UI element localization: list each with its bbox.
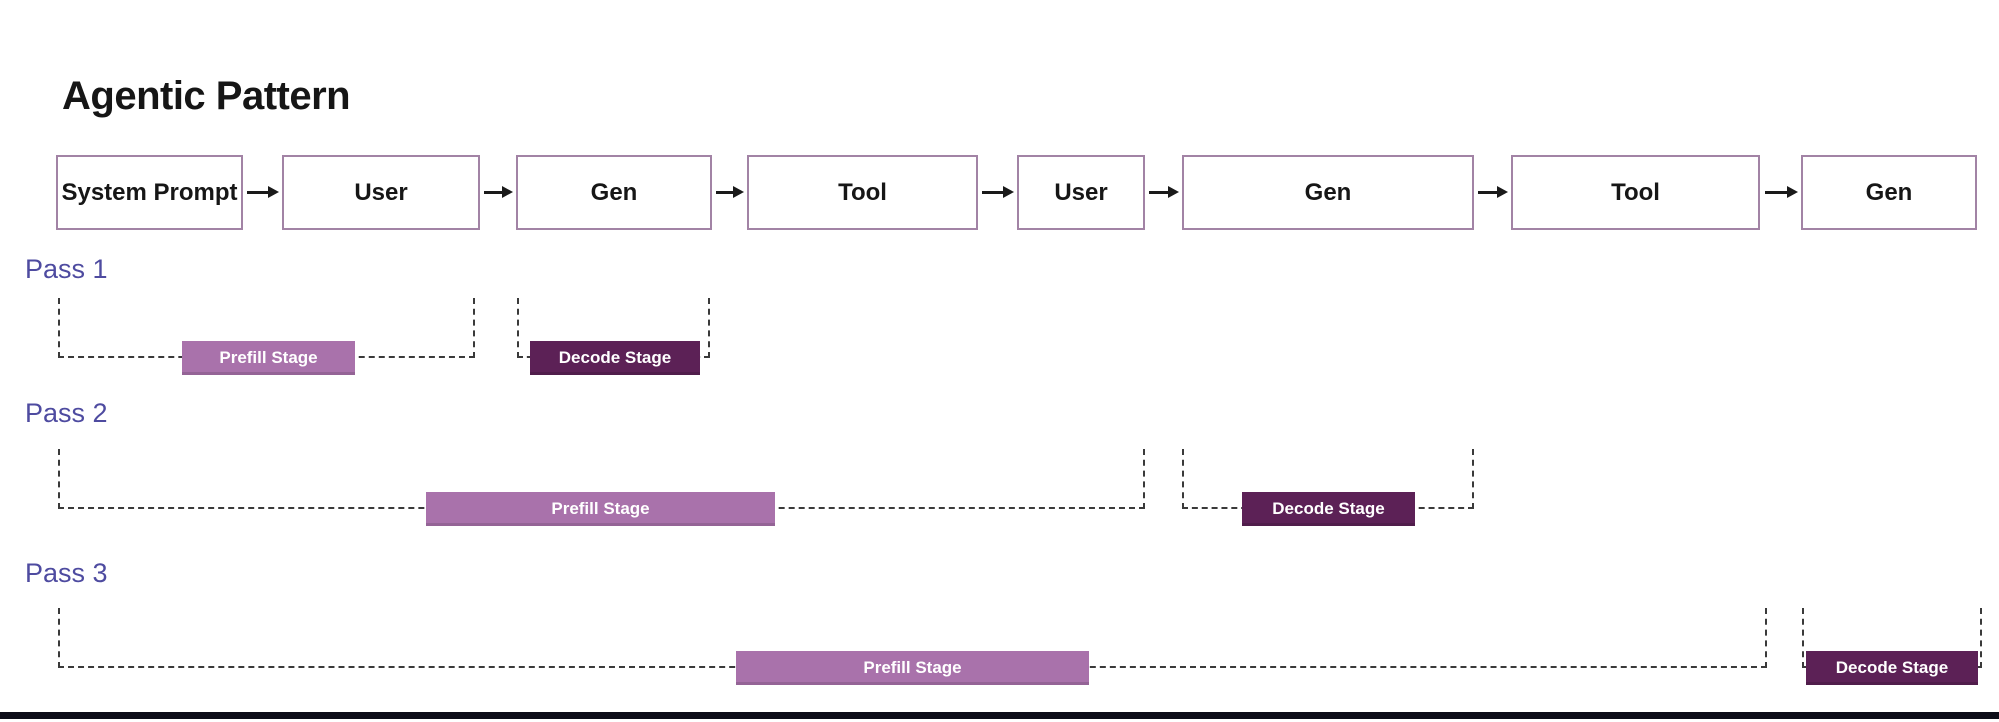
flow-box-label: User	[1054, 178, 1108, 206]
flow-box-gen-2: Gen	[1182, 155, 1474, 230]
stage-bar-label: Prefill Stage	[863, 658, 962, 677]
flow-box-label: Gen	[1304, 178, 1352, 206]
flow-box-label: System Prompt	[61, 178, 238, 206]
arrow-right-icon	[982, 186, 1014, 198]
stage-bar-label: Prefill Stage	[219, 348, 318, 367]
pass-2-label: Pass 2	[25, 398, 108, 428]
flow-box-label: User	[354, 178, 408, 206]
page-title: Agentic Pattern	[62, 74, 351, 118]
stage-bar-label: Prefill Stage	[551, 499, 650, 518]
flow-box-tool-1: Tool	[747, 155, 978, 230]
arrow-right-icon	[1765, 186, 1798, 198]
pass-1-decode-bar: Decode Stage	[530, 341, 700, 375]
flow-box-gen-1: Gen	[516, 155, 712, 230]
pass-3-prefill-bar: Prefill Stage	[736, 651, 1089, 685]
pass-2-prefill-bar: Prefill Stage	[426, 492, 775, 526]
flow-box-user-1: User	[282, 155, 480, 230]
flow-box-label: Gen	[590, 178, 638, 206]
flow-box-label: Gen	[1865, 178, 1913, 206]
bottom-divider	[0, 712, 1999, 719]
flow-box-user-2: User	[1017, 155, 1145, 230]
stage-bar-label: Decode Stage	[558, 348, 672, 367]
pass-3-decode-bar: Decode Stage	[1806, 651, 1978, 685]
pass-2-decode-bar: Decode Stage	[1242, 492, 1415, 526]
flow-box-system-prompt: System Prompt	[56, 155, 243, 230]
flow-box-tool-2: Tool	[1511, 155, 1760, 230]
stage-bar-label: Decode Stage	[1835, 658, 1949, 677]
pass-1-prefill-bar: Prefill Stage	[182, 341, 355, 375]
flow-box-label: Tool	[838, 178, 887, 206]
pass-1-label: Pass 1	[25, 254, 108, 284]
flow-box-label: Tool	[1611, 178, 1660, 206]
arrow-right-icon	[1149, 186, 1179, 198]
arrow-right-icon	[716, 186, 744, 198]
pass-3-label: Pass 3	[25, 558, 108, 588]
flow-box-gen-3: Gen	[1801, 155, 1977, 230]
arrow-right-icon	[484, 186, 513, 198]
arrow-right-icon	[1478, 186, 1508, 198]
arrow-right-icon	[247, 186, 279, 198]
stage-bar-label: Decode Stage	[1272, 499, 1385, 518]
